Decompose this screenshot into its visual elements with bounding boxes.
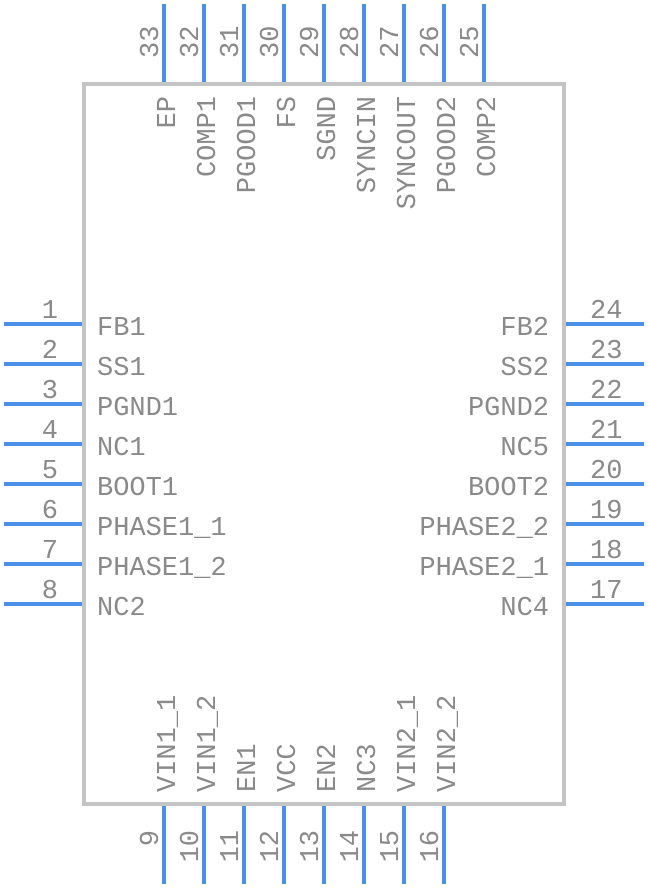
pin-25-name: COMP2 <box>474 96 504 177</box>
pin-19-name: PHASE2_2 <box>419 514 549 544</box>
pin-11-name: EN1 <box>234 743 264 792</box>
pin-7-name: PHASE1_2 <box>97 554 227 584</box>
pin-3-number: 3 <box>42 377 58 407</box>
pin-30-number: 30 <box>257 26 287 58</box>
pin-6-number: 6 <box>42 497 58 527</box>
pin-9-number: 9 <box>137 830 167 846</box>
pin-16-number: 16 <box>417 830 447 862</box>
pin-28-name: SYNCIN <box>354 96 384 193</box>
pin-33-name: EP <box>154 96 184 128</box>
chip-body <box>82 82 566 806</box>
pin-22-number: 22 <box>590 377 622 407</box>
pin-8-name: NC2 <box>97 594 146 624</box>
pin-20-name: BOOT2 <box>468 474 549 504</box>
pin-13-number: 13 <box>297 830 327 862</box>
pin-26-number: 26 <box>417 26 447 58</box>
pin-4-name: NC1 <box>97 434 146 464</box>
pin-23-number: 23 <box>590 337 622 367</box>
pin-11-number: 11 <box>217 830 247 862</box>
pin-21-number: 21 <box>590 417 622 447</box>
pin-19-number: 19 <box>590 497 622 527</box>
pin-15-number: 15 <box>377 830 407 862</box>
pin-3-name: PGND1 <box>97 394 178 424</box>
pin-27-name: SYNCOUT <box>394 96 424 209</box>
pin-2-name: SS1 <box>97 354 146 384</box>
pin-10-number: 10 <box>177 830 207 862</box>
pin-32-name: COMP1 <box>194 96 224 177</box>
pin-26-name: PGOOD2 <box>434 96 464 193</box>
pin-24-number: 24 <box>590 297 622 327</box>
pin-21-name: NC5 <box>500 434 549 464</box>
pin-8-number: 8 <box>42 577 58 607</box>
pin-17-name: NC4 <box>500 594 549 624</box>
pin-10-name: VIN1_2 <box>194 695 224 792</box>
pin-12-number: 12 <box>257 830 287 862</box>
pin-7-number: 7 <box>42 537 58 567</box>
pin-1-number: 1 <box>42 297 58 327</box>
pin-14-name: NC3 <box>354 743 384 792</box>
pin-1-name: FB1 <box>97 314 146 344</box>
pin-33-number: 33 <box>137 26 167 58</box>
pin-15-name: VIN2_1 <box>394 695 424 792</box>
pin-14-number: 14 <box>337 830 367 862</box>
pin-25-number: 25 <box>457 26 487 58</box>
pin-18-name: PHASE2_1 <box>419 554 549 584</box>
pin-5-name: BOOT1 <box>97 474 178 504</box>
pin-29-name: SGND <box>314 96 344 161</box>
pin-2-number: 2 <box>42 337 58 367</box>
pin-12-name: VCC <box>274 743 304 792</box>
pin-27-number: 27 <box>377 26 407 58</box>
pin-31-name: PGOOD1 <box>234 96 264 193</box>
pin-20-number: 20 <box>590 457 622 487</box>
pin-31-number: 31 <box>217 26 247 58</box>
pin-32-number: 32 <box>177 26 207 58</box>
pin-17-number: 17 <box>590 577 622 607</box>
pin-23-name: SS2 <box>500 354 549 384</box>
pin-28-number: 28 <box>337 26 367 58</box>
pin-13-name: EN2 <box>314 743 344 792</box>
pins-layer <box>4 4 644 884</box>
pin-9-name: VIN1_1 <box>154 695 184 792</box>
pin-24-name: FB2 <box>500 314 549 344</box>
pin-5-number: 5 <box>42 457 58 487</box>
pin-6-name: PHASE1_1 <box>97 514 227 544</box>
pin-29-number: 29 <box>297 26 327 58</box>
pin-22-name: PGND2 <box>468 394 549 424</box>
pin-16-name: VIN2_2 <box>434 695 464 792</box>
pin-4-number: 4 <box>42 417 58 447</box>
pin-18-number: 18 <box>590 537 622 567</box>
pin-30-name: FS <box>274 96 304 128</box>
